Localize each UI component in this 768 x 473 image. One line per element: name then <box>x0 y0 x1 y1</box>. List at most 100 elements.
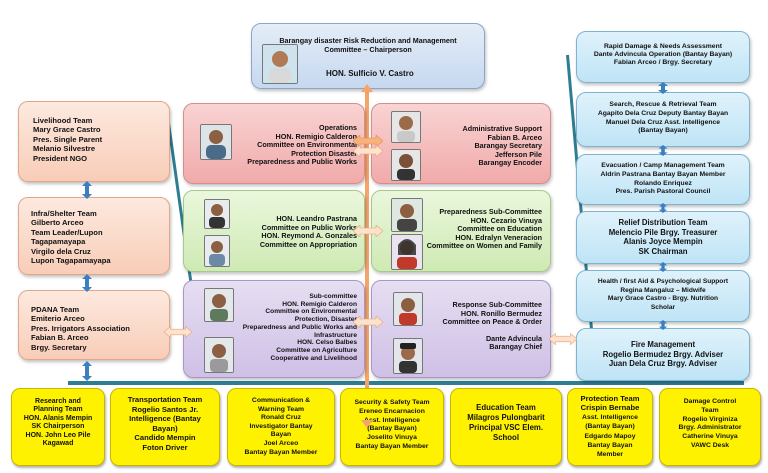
relief-line-3: SK Chairman <box>638 246 688 256</box>
public-works-photo-2 <box>204 235 230 267</box>
comm-line-0: Communication & <box>251 397 311 404</box>
education-line-3: School <box>493 433 519 442</box>
public-works-line-1: Committee on Public Works <box>261 222 357 232</box>
damage-line-0: Damage Control <box>683 398 737 405</box>
infra-line-5: Lupon Tagapamayapa <box>31 256 111 266</box>
left-arrow-2-icon <box>82 274 92 292</box>
right-arrow-4-icon <box>658 262 668 272</box>
health-line-1: Regina Mangaluz – Midwife <box>620 286 706 294</box>
response-photo-1 <box>393 292 423 326</box>
damage-line-2: Rogelio Virginiza <box>682 415 738 423</box>
research-line-1: Planning Team <box>33 406 83 414</box>
security-line-2: Asst. Intelligence <box>364 416 420 424</box>
admin-line-3: Jefferson Pile <box>494 149 542 159</box>
sub-committee-line-1: HON. Remigio Calderon <box>282 300 357 308</box>
center-vertical-connector <box>365 88 369 426</box>
livelihood-line-2: Pres. Single Parent <box>33 134 103 144</box>
sub-committee-line-8: Cooperative and Livelihood <box>270 354 357 362</box>
operations-line-0: Operations <box>319 123 357 132</box>
bottom-connector-line <box>68 381 744 385</box>
protection-line-4: Edgardo Mapoy <box>584 432 636 440</box>
operations-line-4: Preparedness and Public Works <box>247 157 357 167</box>
transport-line-4: Candido Mempin <box>134 433 196 443</box>
admin-line-4: Barangay Encoder <box>478 158 542 168</box>
health-line-0: Health / first Aid & Psychological Suppo… <box>597 278 729 285</box>
right-arrow-1-icon <box>658 82 668 94</box>
damage-control-team-box: Damage Control Team Rogelio Virginiza Br… <box>659 388 761 466</box>
damage-line-4: Catherine Vinuya <box>682 433 738 441</box>
sub-committee-line-7: Committee on Agriculture <box>276 346 357 354</box>
sub-committee-line-5: Infrastructure <box>314 331 357 339</box>
relief-line-0: Relief Distribution Team <box>618 218 708 227</box>
operations-line-1: HON. Remigio Calderon <box>275 131 357 141</box>
rapid-line-2: Fabian Arceo / Brgy. Secretary <box>613 59 713 67</box>
transport-line-1: Rogelio Santos Jr. <box>131 404 199 414</box>
infra-line-1: Gilberto Arceo <box>31 218 84 228</box>
chairperson-box: Barangay disaster Risk Reduction and Man… <box>251 23 485 89</box>
preparedness-line-3: HON. Edralyn Veneracion <box>455 232 542 242</box>
sub-committee-box: Sub-committee HON. Remigio Calderon Comm… <box>183 280 365 378</box>
pdana-line-2: Pres. Irrigators Association <box>31 323 130 333</box>
comm-line-1: Warning Team <box>257 405 305 413</box>
admin-line-0: Administrative Support <box>462 124 542 133</box>
center-arrow-bottom-icon <box>361 420 373 428</box>
response-line-0: Response Sub-Committee <box>452 300 542 309</box>
public-works-line-0: HON. Leandro Pastrana <box>276 214 357 223</box>
comm-line-5: Joel Arceo <box>263 439 299 447</box>
comm-line-6: Bantay Bayan Member <box>244 448 318 456</box>
transport-line-2: Intelligence (Bantay <box>129 414 201 424</box>
evacuation-box: Evacuation / Camp Management Team Aldrin… <box>576 154 750 205</box>
livelihood-line-3: Melanio Silvestre <box>33 144 96 154</box>
operations-line-3: Protection Disaster <box>291 148 357 158</box>
education-line-1: Milagros Pulongbarit <box>467 413 545 422</box>
preparedness-photo-1 <box>391 198 423 232</box>
h-arrow-right-icon <box>549 333 577 345</box>
security-line-1: Ereneo Encarnacion <box>359 407 425 415</box>
admin-photo-1 <box>391 111 421 143</box>
pdana-line-0: PDANA Team <box>31 305 80 314</box>
operations-line-2: Committee on Environmental <box>257 140 357 150</box>
security-safety-team-box: Security & Safety Team Ereneo Encarnacio… <box>340 388 444 466</box>
livelihood-line-0: Livelihood Team <box>33 116 93 125</box>
preparedness-photo-2 <box>391 234 423 270</box>
preparedness-line-0: Preparedness Sub-Committee <box>439 207 542 216</box>
search-line-1: Agapito Dela Cruz Deputy Bantay Bayan <box>597 109 729 117</box>
research-line-4: HON. John Leo Pile <box>25 431 91 439</box>
education-team-box: Education Team Milagros Pulongbarit Prin… <box>450 388 562 466</box>
preparedness-line-4: Committee on Women and Family <box>426 241 542 251</box>
sub-committee-photo-1 <box>204 288 234 322</box>
right-arrow-3-icon <box>658 203 668 213</box>
education-line-0: Education Team <box>476 403 536 412</box>
chairperson-title-line2: Committee – Chairperson <box>324 44 412 54</box>
health-line-2: Mary Grace Castro - Brgy. Nutrition <box>607 295 719 303</box>
search-rescue-box: Search, Rescue & Retrieval Team Agapito … <box>576 92 750 147</box>
sub-committee-photo-2 <box>204 337 234 373</box>
relief-line-2: Alanis Joyce Mempin <box>623 237 703 247</box>
damage-line-3: Brgy. Administrator <box>678 424 742 432</box>
education-line-2: Principal VSC Elem. <box>468 423 544 432</box>
operations-photo <box>200 124 232 160</box>
evacuation-line-2: Rolando Enriquez <box>634 179 692 187</box>
sub-committee-line-3: Protection, Disaster <box>294 316 357 324</box>
sub-committee-line-2: Committee on Environmental <box>265 308 357 316</box>
h-arrow-row3-icon <box>353 316 383 328</box>
research-line-5: Kagawad <box>42 440 74 448</box>
chairperson-name: HON. Sulficio V. Castro <box>326 69 414 78</box>
response-photo-2 <box>393 338 423 374</box>
infra-line-0: Infra/Shelter Team <box>31 209 97 218</box>
response-sub-committee-box: Response Sub-Committee HON. Ronillo Berm… <box>371 280 551 378</box>
research-line-2: HON. Alanis Mempin <box>23 414 93 422</box>
preparedness-line-1: HON. Cezario Vinuya <box>470 215 542 225</box>
rapid-damage-box: Rapid Damage & Needs Assessment Dante Ad… <box>576 31 750 83</box>
fire-line-0: Fire Management <box>630 340 696 349</box>
infra-line-4: Virgilo dela Cruz <box>31 246 91 256</box>
preparedness-line-2: Committee on Education <box>457 224 542 234</box>
admin-line-2: Barangay Secretary <box>474 141 542 151</box>
protection-team-box: Protection Team Crispin Bernabe Asst. In… <box>567 388 653 466</box>
sub-committee-line-6: HON. Celso Balbes <box>297 339 357 347</box>
livelihood-line-1: Mary Grace Castro <box>33 125 101 135</box>
left-arrow-1-icon <box>82 181 92 199</box>
preparedness-sub-committee-box: Preparedness Sub-Committee HON. Cezario … <box>371 190 551 272</box>
livelihood-line-4: President NGO <box>33 153 88 163</box>
fire-line-2: Juan Dela Cruz Brgy. Adviser <box>608 359 718 369</box>
